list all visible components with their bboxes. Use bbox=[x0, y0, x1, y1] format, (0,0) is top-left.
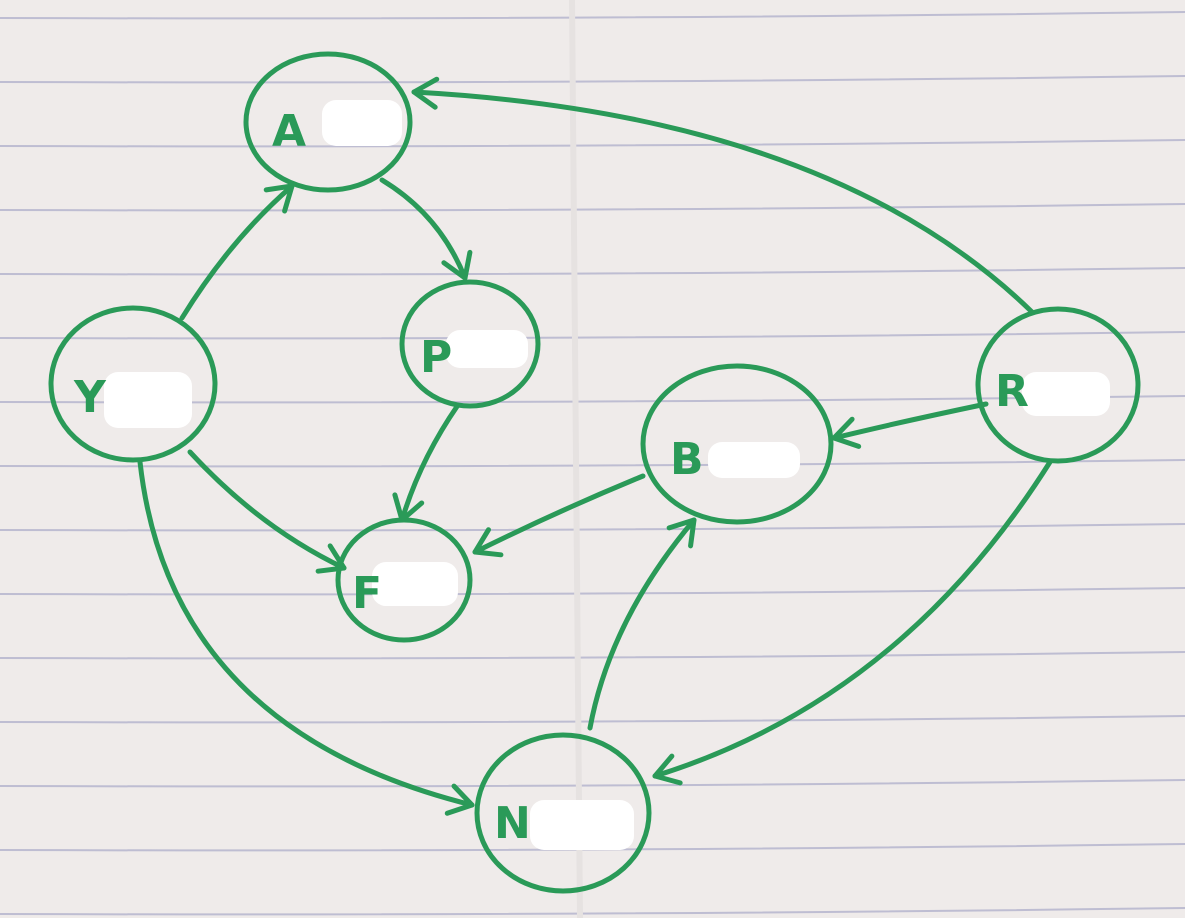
redaction-patch bbox=[446, 330, 528, 368]
edge-y-to-f bbox=[187, 449, 347, 574]
ruled-line bbox=[0, 779, 1185, 788]
edge-y-to-n bbox=[137, 459, 475, 816]
ruled-line bbox=[0, 459, 1185, 468]
arrowhead bbox=[441, 249, 473, 281]
redaction-patch bbox=[322, 100, 402, 146]
node-circle bbox=[474, 732, 652, 894]
arrowhead bbox=[444, 783, 475, 816]
ruled-line bbox=[0, 331, 1185, 340]
ruled-line bbox=[0, 139, 1185, 148]
edge-line bbox=[399, 402, 461, 523]
arrowhead bbox=[411, 76, 440, 110]
arrowhead bbox=[315, 543, 347, 574]
node-p: P bbox=[399, 279, 541, 409]
edge-a-to-p bbox=[379, 177, 473, 281]
node-label: Y bbox=[73, 372, 107, 423]
node-a: A bbox=[243, 51, 413, 193]
edge-line bbox=[137, 459, 475, 808]
arrowhead bbox=[472, 527, 504, 558]
node-label: B bbox=[670, 434, 704, 485]
node-circle bbox=[640, 363, 834, 525]
edge-line bbox=[472, 473, 646, 555]
node-circle bbox=[48, 305, 218, 463]
nodes: A P Y F B R N bbox=[48, 51, 1141, 894]
edges bbox=[137, 76, 1053, 816]
edge-line bbox=[379, 177, 468, 281]
node-label: A bbox=[272, 106, 306, 157]
ruled-line bbox=[0, 267, 1185, 276]
edge-line bbox=[179, 183, 295, 321]
edge-r-to-n bbox=[652, 459, 1053, 786]
node-label: P bbox=[420, 332, 452, 383]
node-f: F bbox=[335, 517, 473, 643]
node-label: N bbox=[494, 798, 531, 849]
arrowhead bbox=[652, 753, 683, 786]
ruled-line bbox=[0, 523, 1185, 532]
ruled-line bbox=[0, 715, 1185, 724]
redaction-patch bbox=[708, 442, 800, 478]
node-r: R bbox=[975, 306, 1141, 464]
edge-line bbox=[587, 517, 697, 731]
edge-line bbox=[187, 449, 347, 571]
arrowhead bbox=[666, 517, 697, 549]
node-circle bbox=[399, 279, 541, 409]
edge-r-to-b bbox=[831, 401, 989, 449]
node-circle bbox=[335, 517, 473, 643]
edge-n-to-b bbox=[587, 517, 697, 731]
ruled-line bbox=[0, 203, 1185, 212]
arrowhead bbox=[831, 416, 862, 449]
ruled-line bbox=[0, 11, 1185, 20]
edge-line bbox=[411, 89, 1035, 315]
edge-line bbox=[652, 459, 1053, 779]
ruled-line bbox=[0, 651, 1185, 660]
edge-r-to-a bbox=[411, 76, 1035, 315]
node-b: B bbox=[640, 363, 834, 525]
node-circle bbox=[243, 51, 413, 193]
redaction-patch bbox=[104, 372, 192, 428]
redaction-patch bbox=[1022, 372, 1110, 416]
edge-line bbox=[831, 401, 989, 441]
ruled-line bbox=[0, 75, 1185, 84]
paper-fold bbox=[569, 0, 583, 918]
node-n: N bbox=[474, 732, 652, 894]
redaction-patch bbox=[372, 562, 458, 606]
node-y: Y bbox=[48, 305, 218, 463]
node-label: R bbox=[995, 366, 1029, 417]
ruled-line bbox=[0, 907, 1185, 916]
edge-b-to-f bbox=[472, 473, 646, 558]
node-circle bbox=[975, 306, 1141, 464]
node-label: F bbox=[352, 568, 382, 619]
redaction-patch bbox=[530, 800, 634, 850]
